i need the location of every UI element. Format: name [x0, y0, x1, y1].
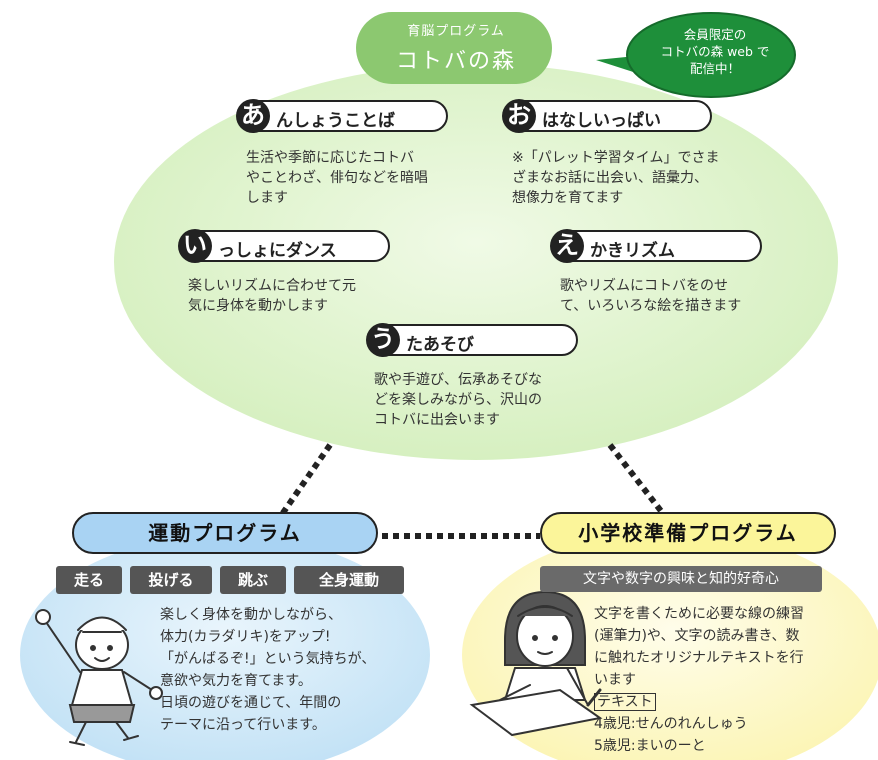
desc-line: 想像力を育てます: [512, 190, 624, 206]
item-dance-badge: い: [178, 229, 212, 263]
desc-line: 意欲や気力を育てます。: [160, 673, 312, 689]
item-ohanashi-desc: ※「パレット学習タイム」でさま ざまなお話に出会い、語彙力、 想像力を育てます: [512, 148, 719, 208]
exercise-program-title: 運動プログラム: [72, 512, 378, 554]
desc-line: 日頃の遊びを通じて、年間の: [160, 695, 342, 711]
connector-left: [275, 443, 333, 522]
tag-jump: 跳ぶ: [220, 566, 286, 594]
desc-line: います: [594, 672, 636, 688]
item-uta-pill: [368, 324, 578, 356]
header-pill: [356, 12, 552, 84]
studying-child-illustration: [469, 590, 603, 737]
item-kakirizumu-label: かきリズム: [590, 241, 675, 261]
desc-line: どを楽しみながら、沢山の: [374, 392, 542, 408]
announcement-line-2: コトバの森 web で: [660, 44, 770, 59]
item-ohanashi-badge: お: [502, 99, 536, 133]
announcement-line-1: 会員限定の: [683, 27, 747, 42]
item-uta-label: たあそび: [406, 335, 474, 355]
item-anshou-pill: [238, 100, 448, 132]
item-anshou-desc: 生活や季節に応じたコトバ やことわざ、俳句などを暗唱 します: [246, 148, 428, 208]
desc-line: (運筆力)や、文字の読み書き、数: [594, 628, 800, 644]
desc-line: て、いろいろな絵を描きます: [560, 298, 742, 314]
desc-line: 楽しく身体を動かしながら、: [160, 607, 342, 623]
tag-whole-body: 全身運動: [294, 566, 404, 594]
item-kakirizumu-badge: え: [550, 229, 584, 263]
item-uta-badge: う: [366, 323, 400, 357]
item-kakirizumu-desc: 歌やリズムにコトバをのせ て、いろいろな絵を描きます: [560, 276, 741, 316]
announcement-line-3: 配信中！: [689, 61, 740, 76]
program-subtitle: 育脳プログラム: [407, 24, 505, 39]
item-kakirizumu-pill: [552, 230, 762, 262]
desc-line: コトバに出会います: [374, 412, 500, 428]
tag-run: 走る: [56, 566, 122, 594]
item-dance-label: っしょにダンス: [218, 241, 337, 261]
program-title: コトバの森: [395, 49, 516, 74]
desc-line: 楽しいリズムに合わせて元: [188, 278, 356, 294]
item-anshou-badge: あ: [236, 99, 270, 133]
connector-right: [607, 443, 671, 522]
desc-line: 歌や手遊び、伝承あそびな: [374, 372, 542, 388]
text-item-age4: 4歳児:せんのれんしゅう: [594, 716, 748, 732]
running-child-illustration: [35, 609, 163, 746]
school-program-title: 小学校準備プログラム: [540, 512, 836, 554]
item-dance-desc: 楽しいリズムに合わせて元 気に身体を動かします: [188, 276, 356, 316]
desc-line: 文字を書くために必要な線の練習: [594, 606, 804, 622]
desc-line: に触れたオリジナルテキストを行: [594, 650, 804, 666]
desc-line: テーマに沿って行います。: [160, 717, 326, 733]
item-uta-desc: 歌や手遊び、伝承あそびな どを楽しみながら、沢山の コトバに出会います: [374, 370, 542, 430]
program-header: 育脳プログラム コトバの森: [360, 20, 552, 75]
desc-line: ※「パレット学習タイム」でさま: [512, 150, 720, 166]
desc-line: 歌やリズムにコトバをのせ: [560, 278, 728, 294]
desc-line: します: [246, 190, 288, 206]
text-label: テキスト: [594, 693, 656, 711]
item-ohanashi-label: はなしいっぱい: [542, 111, 661, 131]
desc-line: やことわざ、俳句などを暗唱: [246, 170, 428, 186]
item-anshou-label: んしょうことば: [276, 111, 395, 131]
desc-line: 体力(カラダリキ)をアップ!: [160, 629, 331, 645]
item-ohanashi-pill: [504, 100, 712, 132]
tag-throw: 投げる: [130, 566, 212, 594]
school-desc: 文字を書くために必要な線の練習 (運筆力)や、文字の読み書き、数 に触れたオリジ…: [594, 603, 804, 757]
kotoba-ellipse: [114, 64, 838, 460]
exercise-desc: 楽しく身体を動かしながら、 体力(カラダリキ)をアップ! 「がんばるぞ!」という…: [160, 604, 375, 736]
desc-line: 生活や季節に応じたコトバ: [246, 150, 414, 166]
desc-line: ざまなお話に出会い、語彙力、: [512, 170, 708, 186]
text-item-age5: 5歳児:まいのーと: [594, 738, 706, 754]
item-dance-pill: [180, 230, 390, 262]
school-banner: 文字や数字の興味と知的好奇心: [540, 566, 822, 592]
desc-line: 気に身体を動かします: [188, 298, 328, 314]
desc-line: 「がんばるぞ!」という気持ちが、: [160, 651, 376, 667]
announcement-bubble: [596, 12, 796, 98]
announcement-text: 会員限定の コトバの森 web で 配信中！: [640, 26, 790, 77]
